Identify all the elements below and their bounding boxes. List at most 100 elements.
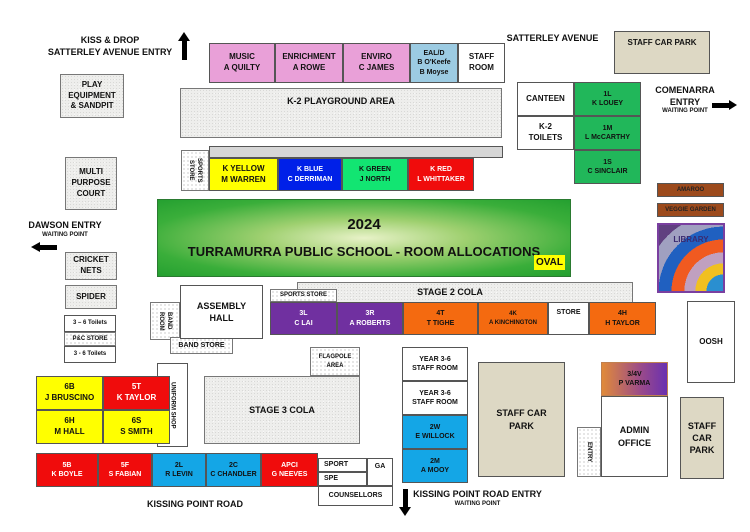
teacher-name: B Moyse (419, 68, 449, 76)
area-name: PARK (689, 445, 715, 456)
room-name: K BLUE (296, 166, 324, 174)
room-name: STAFF ROOM (412, 365, 458, 372)
teacher-name: K BOYLE (51, 471, 83, 478)
sport-room: SPORT (318, 458, 367, 472)
room-name: 6H (64, 416, 75, 426)
room-name: STAFF CAR PARK (627, 38, 697, 47)
room-name: 2C (229, 461, 238, 469)
area-name: CRICKET (73, 255, 109, 265)
area-name: SPIDER (76, 291, 106, 301)
stage-3-cola: STAGE 3 COLA (204, 376, 360, 444)
area-name: STAFF (687, 420, 717, 431)
store: STORE (548, 302, 589, 335)
room-name: 2M (430, 457, 440, 465)
area-name: K-2 PLAYGROUND AREA (287, 96, 395, 106)
area-name: STAFF CAR (496, 408, 547, 419)
teacher-name: H TAYLOR (605, 319, 640, 327)
area-name: AMAROO (676, 186, 705, 193)
room-name: CANTEEN (526, 93, 565, 103)
teacher-name: S FABIAN (108, 471, 142, 478)
area-name: CAR (692, 432, 712, 443)
room-name: ENTRY (586, 441, 593, 463)
room-name: 3L (299, 310, 308, 318)
teacher-name: C JAMES (358, 63, 395, 72)
oval-label: OVAL (533, 254, 565, 270)
room-name: K GREEN (359, 166, 391, 174)
area-name: PURPOSE (71, 178, 111, 188)
room-name: STAFF (468, 52, 495, 62)
room-name: GA (374, 463, 386, 470)
room-name: COUNSELLORS (328, 492, 383, 500)
sports-store-k: SPORTS STORE (181, 150, 209, 191)
room-name: K RED (430, 166, 452, 174)
room-name: K-2 (539, 122, 552, 132)
room-name: 1S (603, 158, 612, 166)
entry-text: ENTRY (669, 96, 701, 107)
satterley-entry-text: SATTERLEY AVENUE ENTRY (47, 46, 173, 57)
room-name: STAFF ROOM (412, 399, 458, 406)
area-name: VEGGIE GARDEN (665, 206, 716, 213)
teacher-name: M WARREN (221, 174, 266, 184)
room-name: 2W (429, 423, 441, 431)
room-name: 6S (131, 416, 142, 426)
teacher-name: A ROWE (292, 63, 326, 72)
room-name: ADMIN (619, 425, 650, 436)
room-name: 3R (365, 310, 375, 318)
walkway (209, 146, 503, 158)
room-name: OOSH (699, 336, 723, 346)
ga-room: GA (367, 458, 393, 486)
teacher-name: A KINCHINGTON (489, 319, 537, 326)
teacher-name: K TAYLOR (116, 393, 157, 402)
banner-year: 2024 (347, 216, 381, 234)
room-name: SPORTS STORE (188, 158, 203, 183)
teacher-name: E WILLOCK (415, 433, 455, 440)
room-name: 1L (603, 90, 612, 98)
amaroo: AMAROO (657, 183, 724, 197)
room-name: 4T (436, 310, 445, 318)
room-name: HALL (209, 313, 234, 323)
teacher-name: C SINCLAIR (587, 168, 628, 175)
teacher-name: A MOOY (420, 467, 450, 474)
teacher-name: J NORTH (359, 175, 391, 183)
teacher-name: S SMITH (120, 427, 153, 436)
room-name: UNIFORM SHOP (169, 381, 176, 429)
room-name: 5T (131, 382, 142, 392)
teacher-name: L WHITTAKER (417, 175, 465, 183)
band-room: BAND ROOM (150, 302, 180, 340)
library: LIBRARY (657, 223, 725, 293)
teacher-name: A QUILTY (223, 63, 261, 72)
room-name: OFFICE (618, 437, 651, 448)
staff-car-park-top: STAFF CAR PARK (614, 31, 710, 74)
canteen: CANTEEN (517, 82, 574, 116)
band-store: BAND STORE (170, 337, 233, 354)
teacher-name: T TIGHE (426, 319, 455, 327)
area-name: PARK (509, 420, 534, 431)
dawson-entry-text: DAWSON ENTRY (28, 220, 102, 230)
room-name: TOILETS (528, 133, 563, 142)
room-name: ROOM (469, 63, 494, 72)
